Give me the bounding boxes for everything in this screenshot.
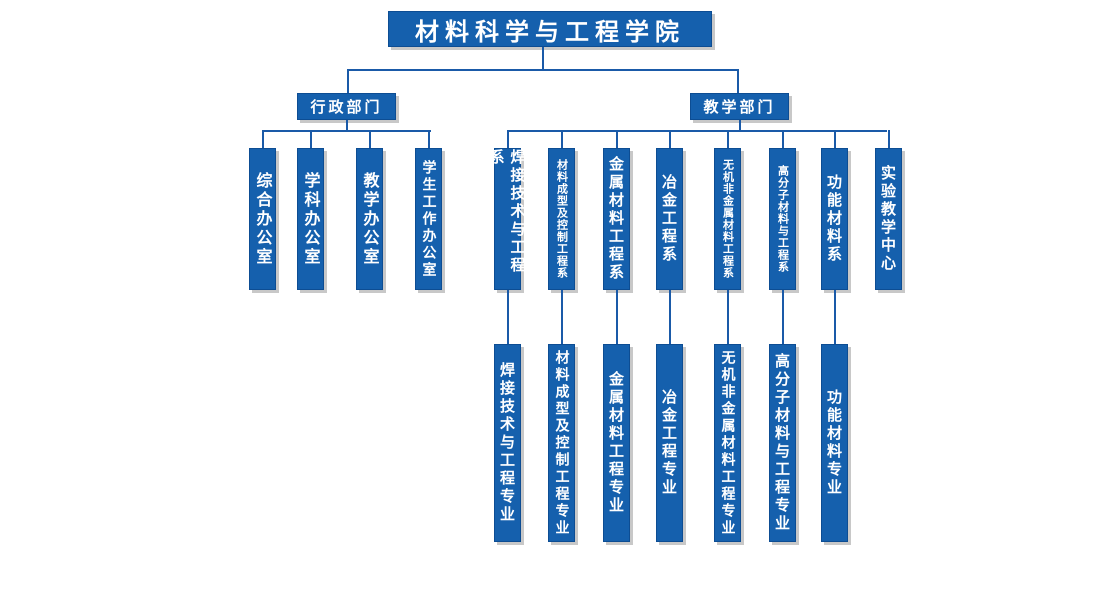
major-program-label: 材料成型及控制工程专业 xyxy=(553,349,570,537)
academic-department: 高分子材料与工程系 xyxy=(769,148,796,290)
admin-office-label: 学生工作办公室 xyxy=(420,159,437,279)
connector-line xyxy=(727,290,729,344)
admin-office: 学生工作办公室 xyxy=(415,148,442,290)
connector-line xyxy=(727,130,729,148)
major-program: 功能材料专业 xyxy=(821,344,848,542)
connector-line xyxy=(782,290,784,344)
admin-office: 教学办公室 xyxy=(356,148,383,290)
connector-line xyxy=(782,130,784,148)
major-program-label: 无机非金属材料工程专业 xyxy=(719,349,736,537)
connector-line xyxy=(561,290,563,344)
major-program: 冶金工程专业 xyxy=(656,344,683,542)
connector-line xyxy=(616,290,618,344)
connector-line xyxy=(310,130,312,148)
connector-line xyxy=(669,290,671,344)
connector-line xyxy=(369,130,371,148)
connector-line xyxy=(428,130,430,148)
admin-office: 学科办公室 xyxy=(297,148,324,290)
admin-office-label: 综合办公室 xyxy=(253,171,273,267)
connector-line xyxy=(616,130,618,148)
major-program-label: 高分子材料与工程专业 xyxy=(773,353,791,533)
major-program-label: 冶金工程专业 xyxy=(660,389,678,497)
connector-line xyxy=(888,130,890,148)
connector-line xyxy=(834,290,836,344)
admin-office: 综合办公室 xyxy=(249,148,276,290)
major-program-label: 功能材料专业 xyxy=(825,389,843,497)
academic-department: 功能材料系 xyxy=(821,148,848,290)
academic-department-label: 实验教学中心 xyxy=(879,165,897,273)
major-program-label: 焊接技术与工程专业 xyxy=(498,362,516,524)
connector-line xyxy=(561,130,563,148)
academic-department: 实验教学中心 xyxy=(875,148,902,290)
academic-department: 焊接技术与工程系 xyxy=(488,148,527,290)
connector-line xyxy=(507,290,509,344)
connector-line xyxy=(507,130,509,148)
connector-line xyxy=(669,130,671,148)
major-program: 材料成型及控制工程专业 xyxy=(548,344,575,542)
major-program: 焊接技术与工程专业 xyxy=(494,344,521,542)
academic-department: 无机非金属材料工程系 xyxy=(714,148,741,290)
college-title: 材料科学与工程学院 xyxy=(388,11,712,47)
major-program-label: 金属材料工程专业 xyxy=(607,371,625,515)
academic-department-label: 冶金工程系 xyxy=(660,174,678,264)
academic-department-label: 焊接技术与工程系 xyxy=(487,149,527,275)
connector-line xyxy=(834,130,836,148)
connector-line xyxy=(262,130,264,148)
admin-office-label: 学科办公室 xyxy=(301,171,321,267)
major-program: 高分子材料与工程专业 xyxy=(769,344,796,542)
teaching-department: 教学部门 xyxy=(690,93,789,120)
academic-department-label: 无机非金属材料工程系 xyxy=(721,159,735,279)
academic-department: 材料成型及控制工程系 xyxy=(548,148,575,290)
admin-department: 行政部门 xyxy=(297,93,396,120)
academic-department-label: 高分子材料与工程系 xyxy=(776,165,790,273)
academic-department: 冶金工程系 xyxy=(656,148,683,290)
academic-department: 金属材料工程系 xyxy=(603,148,630,290)
major-program: 金属材料工程专业 xyxy=(603,344,630,542)
academic-department-label: 材料成型及控制工程系 xyxy=(555,159,569,279)
academic-department-label: 功能材料系 xyxy=(825,174,843,264)
major-program: 无机非金属材料工程专业 xyxy=(714,344,741,542)
admin-office-label: 教学办公室 xyxy=(360,171,380,267)
academic-department-label: 金属材料工程系 xyxy=(607,156,625,282)
